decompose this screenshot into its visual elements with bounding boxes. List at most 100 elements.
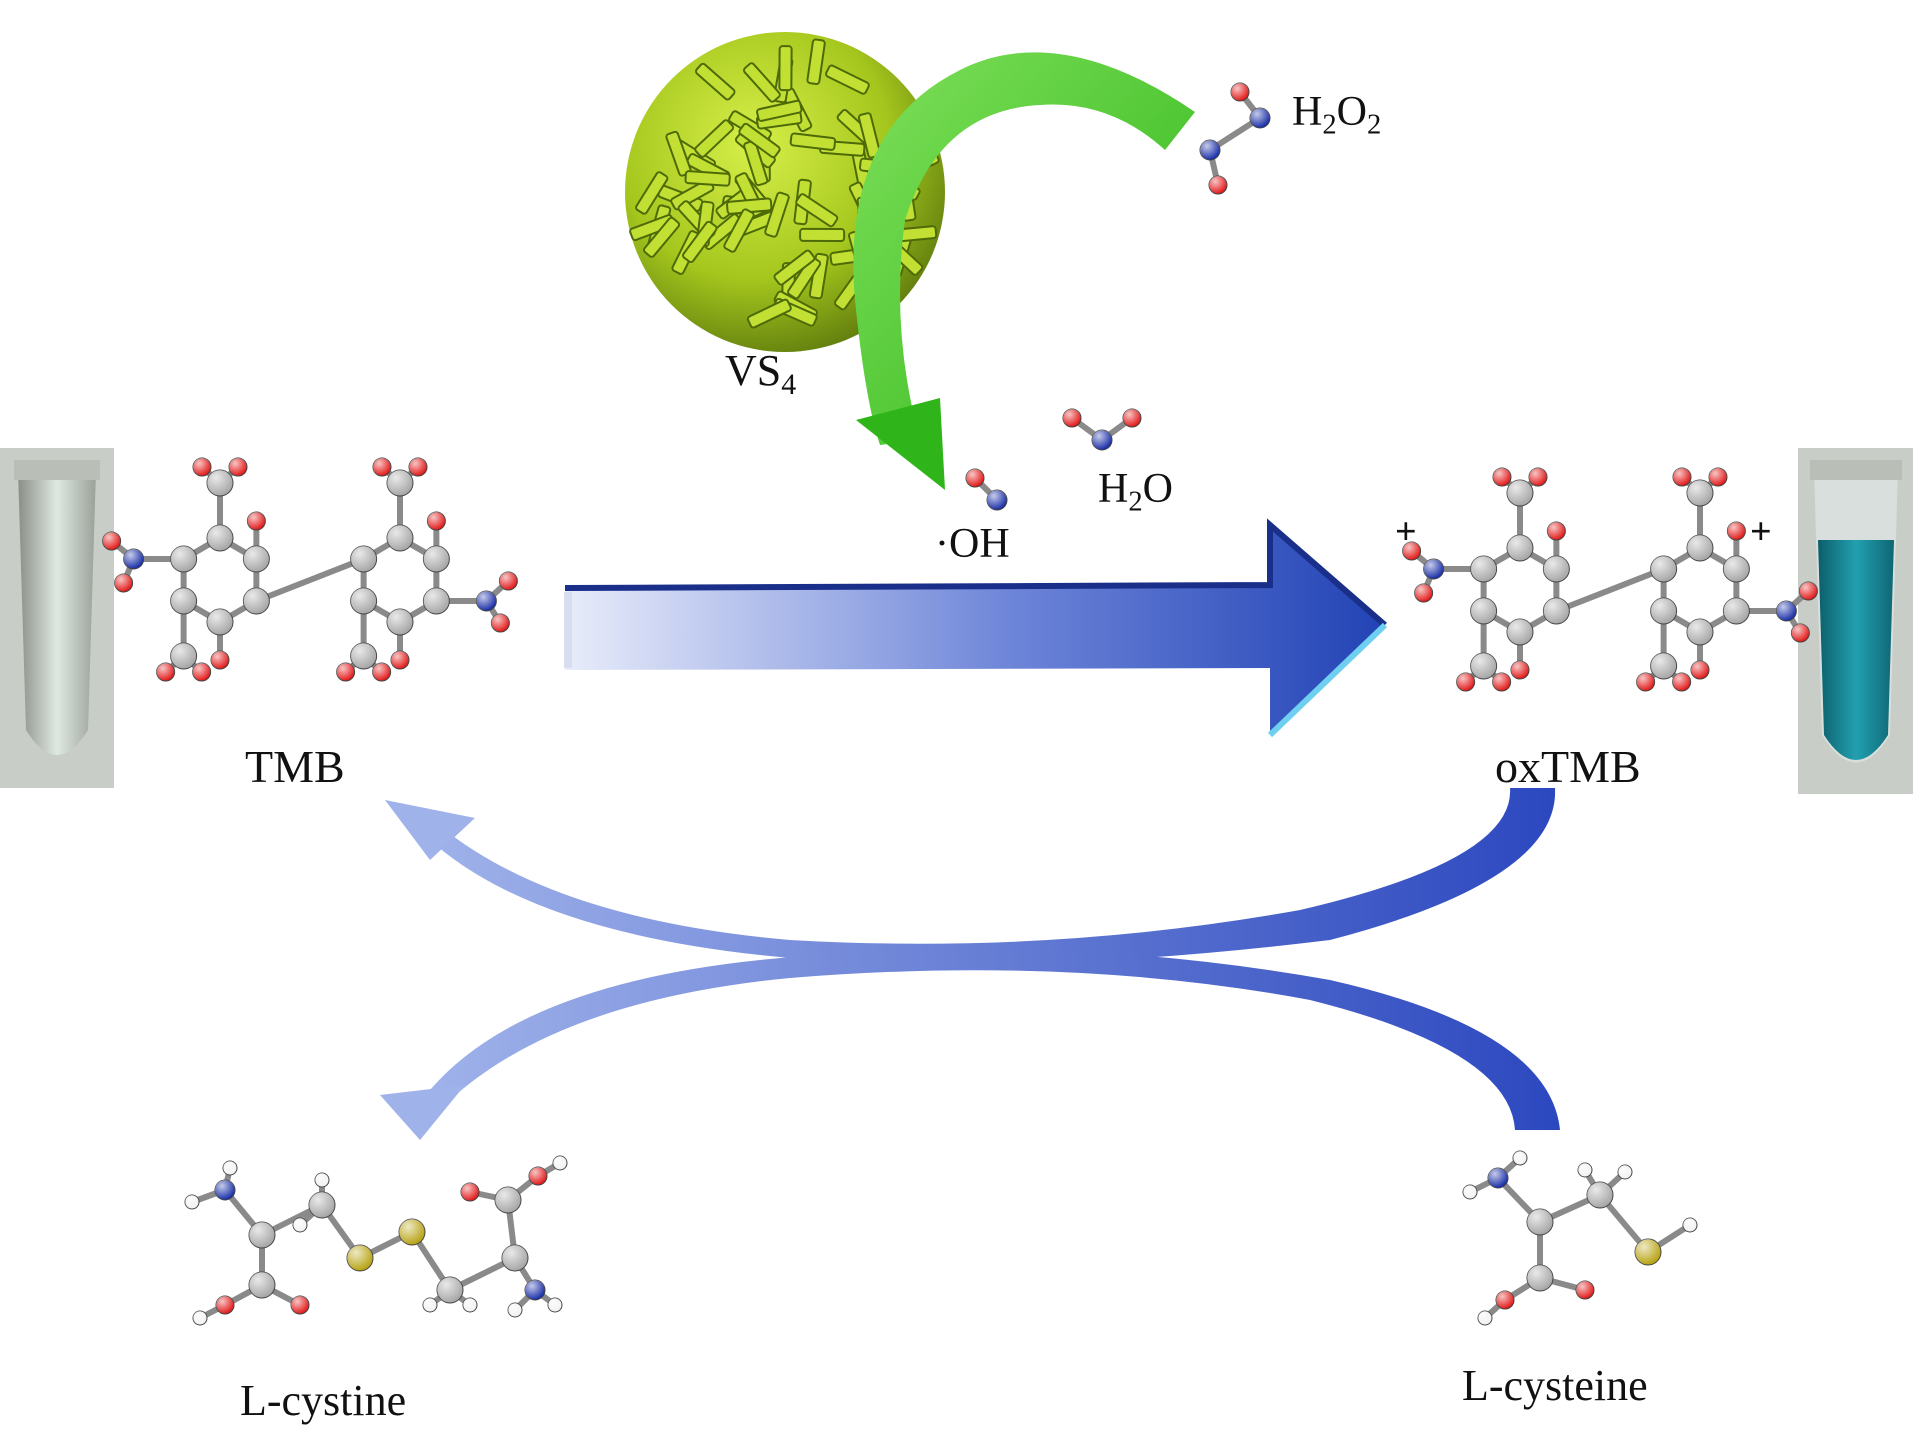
atom-highlight	[229, 458, 247, 476]
vs4-flake	[746, 298, 792, 329]
atom-highlight	[1673, 468, 1691, 486]
atom-highlight	[216, 1296, 234, 1314]
atom-highlight	[1672, 673, 1691, 691]
atom-highlight	[1687, 535, 1713, 561]
vs4-flake	[799, 227, 846, 243]
atom-highlight	[1578, 1163, 1592, 1177]
vs4-flake	[695, 62, 736, 101]
green-curved-arrow	[853, 52, 1195, 446]
atom-highlight	[1063, 409, 1081, 427]
atom-highlight	[1687, 619, 1713, 645]
hydroxyl-molecule	[965, 468, 1008, 511]
atom-highlight	[495, 1187, 521, 1213]
atom-highlight	[499, 572, 518, 590]
atom-highlight	[350, 643, 377, 669]
atom-highlight	[1527, 1265, 1553, 1291]
atom-highlight	[427, 512, 446, 530]
atom-highlight	[1507, 480, 1533, 506]
h2o-label: H2O	[1098, 466, 1173, 518]
atom-highlight	[207, 609, 233, 635]
atom-highlight	[123, 549, 144, 569]
l-cystine-label: L-cystine	[240, 1376, 407, 1425]
atom-highlight	[243, 588, 270, 614]
atom-highlight	[1123, 409, 1141, 427]
atom-highlight	[1470, 653, 1497, 679]
atom-highlight	[1683, 1218, 1697, 1232]
atom-highlight	[553, 1156, 567, 1170]
atom-highlight	[1543, 556, 1570, 582]
atom-highlight	[1496, 1291, 1514, 1309]
atom-highlight	[1527, 1209, 1553, 1235]
atom-highlight	[387, 525, 413, 551]
atom-highlight	[1587, 1182, 1613, 1208]
main-reaction-arrow	[564, 518, 1388, 738]
atom-highlight	[1547, 522, 1566, 540]
atom-highlight	[491, 614, 510, 632]
atom-highlight	[1723, 556, 1750, 582]
atom-highlight	[291, 1296, 309, 1314]
vs4-flake	[723, 208, 755, 253]
atom-highlight	[399, 1219, 425, 1245]
atom-highlight	[1470, 598, 1497, 624]
vs4-flake	[795, 193, 839, 228]
atom-highlight	[1511, 661, 1529, 679]
atom-highlight	[1776, 601, 1797, 621]
atom-highlight	[1791, 624, 1810, 642]
curve-arrow-to-tmb	[430, 788, 1556, 965]
atom-highlight	[336, 663, 355, 681]
green-arrowhead	[856, 398, 945, 490]
atom-highlight	[114, 574, 133, 592]
atom-highlight	[1650, 598, 1677, 624]
atom-highlight	[1723, 598, 1750, 624]
atom-highlight	[102, 532, 121, 550]
atom-highlight	[293, 1218, 307, 1232]
tmb-label: TMB	[245, 741, 345, 792]
atom-highlight	[350, 546, 377, 572]
atom-highlight	[249, 1222, 275, 1248]
oxtmb-molecule	[1402, 467, 1818, 692]
bond	[255, 556, 365, 604]
atom-highlight	[170, 588, 197, 614]
vs4-flake	[743, 62, 781, 103]
atom-highlight	[1727, 522, 1746, 540]
atom-highlight	[391, 651, 409, 669]
atom-highlight	[1650, 556, 1677, 582]
atom-highlight	[387, 470, 413, 496]
atom-highlight	[1636, 673, 1655, 691]
atom-highlight	[1507, 619, 1533, 645]
atom-highlight	[193, 1311, 207, 1325]
vs4-flake	[694, 119, 735, 158]
l-cysteine-molecule	[1462, 1150, 1698, 1326]
atom-highlight	[423, 546, 450, 572]
l-cystine-molecule	[184, 1155, 568, 1326]
atom-highlight	[372, 663, 391, 681]
atom-highlight	[249, 1272, 275, 1298]
atom-highlight	[156, 663, 175, 681]
atom-highlight	[1576, 1281, 1594, 1299]
atom-highlight	[1513, 1151, 1527, 1165]
vs4-flake	[682, 220, 718, 263]
oxtmb-charge-right: +	[1750, 511, 1772, 553]
atom-highlight	[1209, 176, 1227, 194]
atom-highlight	[193, 458, 211, 476]
atom-highlight	[387, 609, 413, 635]
atom-highlight	[461, 1183, 479, 1201]
atom-highlight	[1470, 556, 1497, 582]
atom-highlight	[423, 588, 450, 614]
atom-highlight	[548, 1298, 562, 1312]
atom-highlight	[1618, 1165, 1632, 1179]
atom-highlight	[525, 1280, 545, 1300]
vs4-flake	[806, 38, 826, 85]
oxtmb-charge-left: +	[1395, 511, 1417, 553]
atom-highlight	[170, 643, 197, 669]
atom-highlight	[1414, 584, 1433, 602]
atom-highlight	[1507, 535, 1533, 561]
atom-highlight	[1650, 653, 1677, 679]
vs4-flake	[635, 171, 669, 215]
vs4-flake	[773, 249, 816, 286]
atom-highlight	[1463, 1185, 1477, 1199]
atom-highlight	[1488, 1168, 1508, 1188]
atom-highlight	[1456, 673, 1475, 691]
